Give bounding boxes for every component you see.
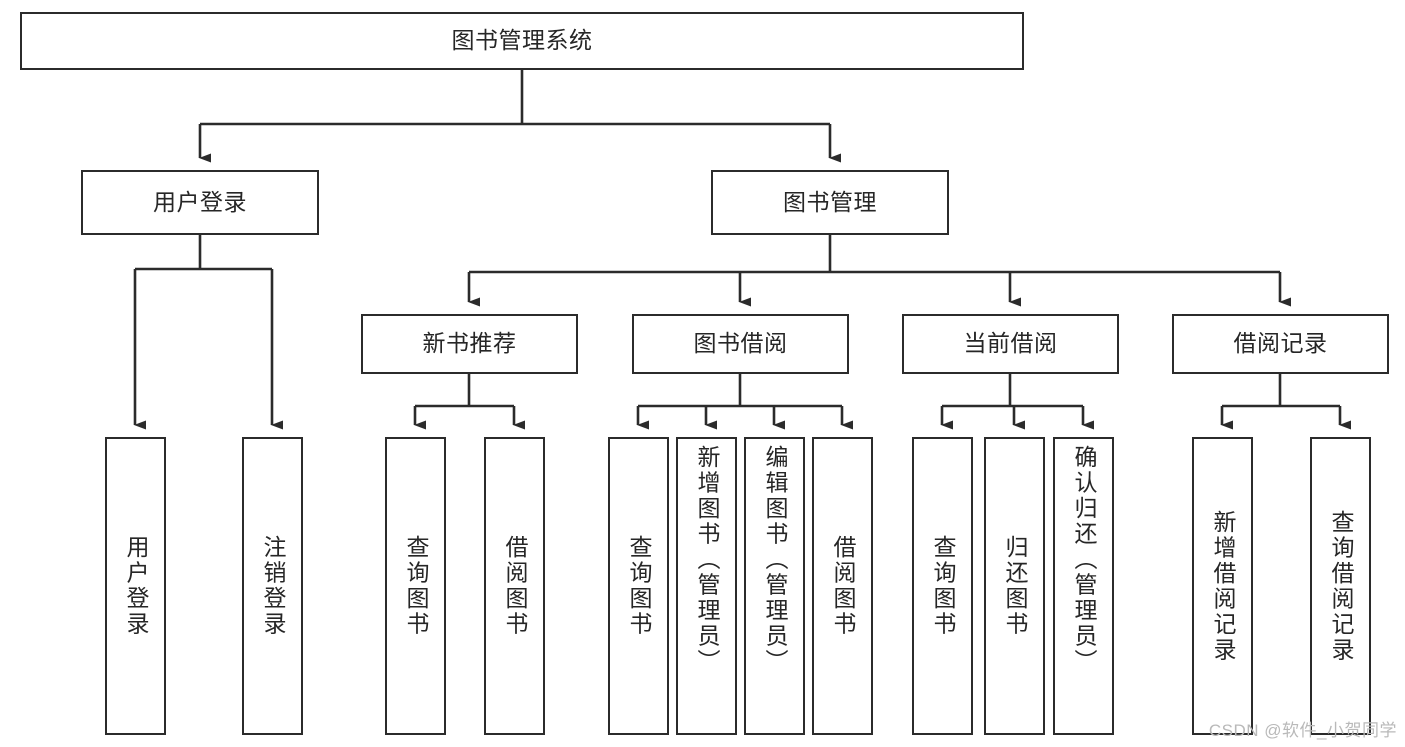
node-leaf-edit-book-admin-label: 编辑图书（管理员）	[762, 445, 788, 675]
node-leaf-query-borrow-record-label: 查询借阅记录	[1328, 509, 1354, 663]
node-level2-user-login[interactable]: 用户登录	[81, 170, 319, 235]
node-level3-borrow-record[interactable]: 借阅记录	[1172, 314, 1389, 374]
node-level3-current-borrow-label: 当前借阅	[963, 330, 1058, 357]
node-leaf-query-book-current-label: 查询图书	[930, 535, 956, 637]
node-leaf-add-borrow-record-label: 新增借阅记录	[1210, 509, 1236, 663]
node-leaf-borrow-book-label: 借阅图书	[830, 535, 856, 637]
node-leaf-confirm-return-admin-label: 确认归还（管理员）	[1071, 445, 1097, 675]
node-level3-book-borrow[interactable]: 图书借阅	[632, 314, 849, 374]
node-leaf-user-login-label: 用户登录	[123, 535, 149, 637]
node-leaf-query-borrow-record[interactable]: 查询借阅记录	[1310, 437, 1371, 735]
node-leaf-query-book-borrow[interactable]: 查询图书	[608, 437, 669, 735]
node-root[interactable]: 图书管理系统	[20, 12, 1024, 70]
node-leaf-query-book-newbook-label: 查询图书	[403, 535, 429, 637]
node-root-label: 图书管理系统	[451, 27, 593, 54]
node-leaf-edit-book-admin[interactable]: 编辑图书（管理员）	[744, 437, 805, 735]
node-leaf-add-book-admin-label: 新增图书（管理员）	[694, 445, 720, 675]
node-level3-new-book-recommend-label: 新书推荐	[422, 330, 517, 357]
node-level3-new-book-recommend[interactable]: 新书推荐	[361, 314, 578, 374]
node-leaf-borrow-book[interactable]: 借阅图书	[812, 437, 873, 735]
node-leaf-add-book-admin[interactable]: 新增图书（管理员）	[676, 437, 737, 735]
node-level3-current-borrow[interactable]: 当前借阅	[902, 314, 1119, 374]
node-leaf-logout-label: 注销登录	[260, 535, 286, 637]
node-leaf-query-book-current[interactable]: 查询图书	[912, 437, 973, 735]
node-level3-borrow-record-label: 借阅记录	[1233, 330, 1328, 357]
node-leaf-query-book-borrow-label: 查询图书	[626, 535, 652, 637]
node-leaf-logout[interactable]: 注销登录	[242, 437, 303, 735]
node-level2-book-management-label: 图书管理	[783, 188, 877, 215]
node-leaf-return-book[interactable]: 归还图书	[984, 437, 1045, 735]
node-leaf-borrow-book-newbook-label: 借阅图书	[502, 535, 528, 637]
node-level3-book-borrow-label: 图书借阅	[693, 330, 788, 357]
node-leaf-user-login[interactable]: 用户登录	[105, 437, 166, 735]
node-leaf-add-borrow-record[interactable]: 新增借阅记录	[1192, 437, 1253, 735]
node-leaf-confirm-return-admin[interactable]: 确认归还（管理员）	[1053, 437, 1114, 735]
node-level2-user-login-label: 用户登录	[153, 188, 247, 215]
node-leaf-return-book-label: 归还图书	[1002, 535, 1028, 637]
node-level2-book-management[interactable]: 图书管理	[711, 170, 949, 235]
node-leaf-query-book-newbook[interactable]: 查询图书	[385, 437, 446, 735]
node-leaf-borrow-book-newbook[interactable]: 借阅图书	[484, 437, 545, 735]
